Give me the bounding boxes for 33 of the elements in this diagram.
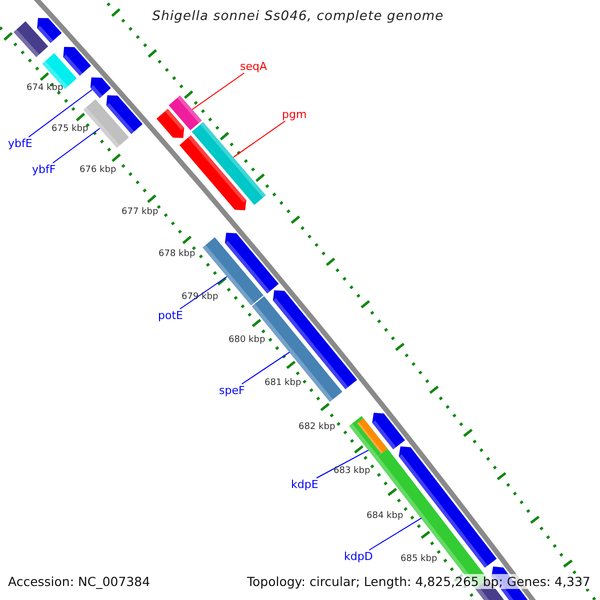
gene-label: ybfE bbox=[8, 137, 32, 150]
scale-label: 684 kbp bbox=[366, 511, 404, 521]
leader-line bbox=[28, 89, 93, 138]
leader-line bbox=[192, 72, 245, 110]
gene-label: kdpD bbox=[344, 550, 373, 563]
scale-label: 682 kbp bbox=[298, 422, 336, 432]
scale-label: 683 kbp bbox=[334, 466, 370, 476]
scale-label: 679 kbp bbox=[182, 292, 218, 302]
gene-block bbox=[168, 96, 202, 130]
leader-line bbox=[241, 352, 290, 384]
map-title: Shigella sonnei Ss046, complete genome bbox=[151, 9, 445, 24]
scale-label: 675 kbp bbox=[52, 124, 88, 134]
gene-label: ybfF bbox=[32, 163, 56, 176]
leader-line bbox=[179, 276, 228, 310]
gene-label: potE bbox=[158, 309, 183, 322]
gene-block bbox=[202, 237, 264, 306]
scale-label: 676 kbp bbox=[80, 165, 116, 175]
scale-label: 674 kbp bbox=[26, 83, 64, 93]
leader-line bbox=[232, 120, 286, 158]
leader-line bbox=[368, 518, 422, 550]
gene-label: seqA bbox=[240, 60, 268, 73]
scale-label: 680 kbp bbox=[228, 335, 266, 345]
leader-line bbox=[316, 450, 369, 478]
gene-block bbox=[192, 122, 266, 205]
scale-label: 681 kbp bbox=[264, 378, 302, 388]
accession-text: Accession: NC_007384 bbox=[8, 574, 150, 589]
scale-label: 677 kbp bbox=[122, 207, 158, 217]
gene-label: pgm bbox=[282, 108, 307, 121]
leader-line bbox=[52, 128, 100, 164]
scale-label: 685 kbp bbox=[400, 554, 438, 564]
gene-label: speF bbox=[219, 384, 245, 397]
gene-block bbox=[90, 77, 111, 98]
gene-label: kdpE bbox=[291, 478, 318, 491]
